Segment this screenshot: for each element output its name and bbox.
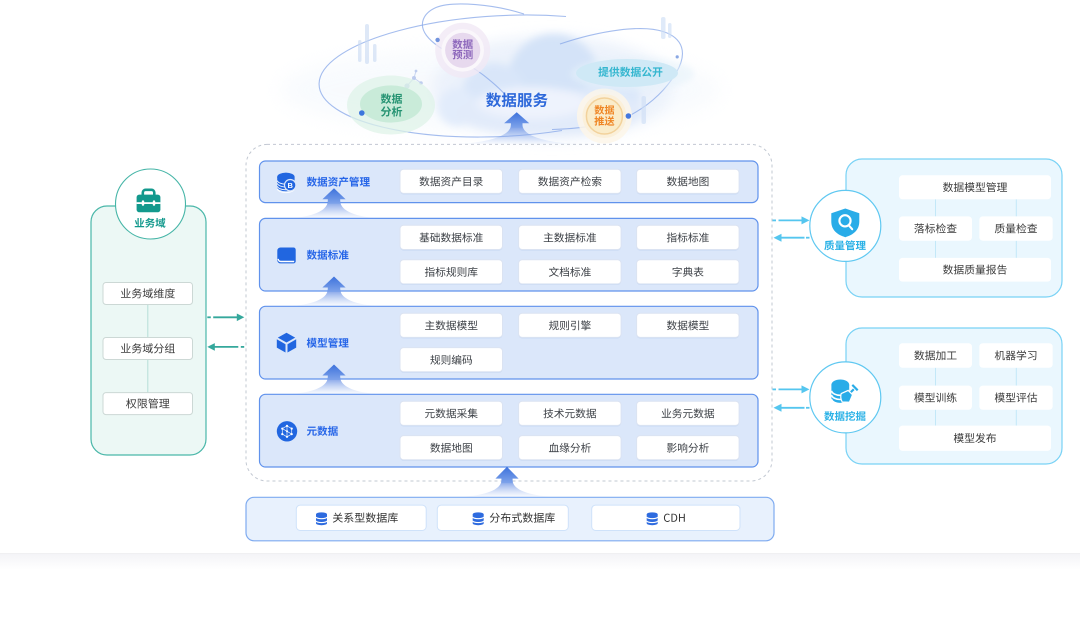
svg-text:B: B bbox=[287, 181, 293, 190]
